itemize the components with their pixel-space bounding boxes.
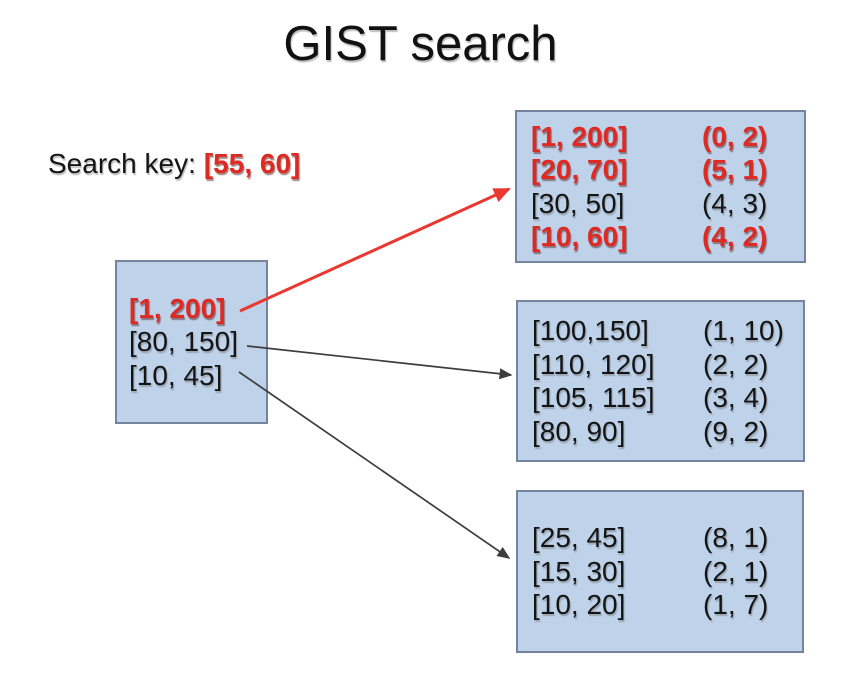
root-entry-key: [80, 150] (129, 326, 238, 358)
page-title: GIST search (283, 17, 558, 71)
leaf-entry-value: (5, 1) (702, 154, 768, 185)
leaf-entry-value: (0, 2) (702, 120, 768, 152)
leaf-entry-value: (2, 2) (703, 348, 769, 380)
search-key-value: [55, 60] (203, 148, 301, 179)
leaf-node-box-1: [1, 200] (0, 2) [20, 70] (5, 1) [30, 50]… (515, 110, 806, 263)
leaf-entry-key: [30, 50] (531, 187, 625, 219)
leaf-entry-key: [1, 200] (531, 120, 628, 152)
leaf-entry-key: [10, 20] (532, 589, 626, 621)
leaf-entry: [25, 45] (8, 1) (532, 521, 802, 555)
root-entry-key: [10, 45] (129, 359, 223, 391)
leaf-entry: [110, 120] (2, 2) (532, 348, 803, 382)
root-entry: [1, 200] (129, 292, 266, 326)
leaf-entry-value: (1, 7) (703, 589, 769, 621)
leaf-entry-value: (2, 1) (703, 555, 769, 587)
leaf-entry-key: [10, 60] (531, 221, 628, 252)
leaf-entry-key: [100,150] (532, 315, 649, 346)
leaf-entry-key: [110, 120] (532, 348, 655, 380)
leaf-entry-value: (9, 2) (703, 415, 769, 447)
search-key-label: Search key:[55, 60] (48, 148, 300, 180)
leaf-entry: [10, 60] (4, 2) (531, 220, 804, 254)
leaf-entry: [15, 30] (2, 1) (532, 555, 802, 589)
leaf-node-box-2: [100,150] (1, 10) [110, 120] (2, 2) [105… (516, 300, 805, 462)
leaf-entry-key: [15, 30] (532, 555, 626, 587)
leaf-entry-key: [80, 90] (532, 415, 626, 447)
leaf-entry: [10, 20] (1, 7) (532, 588, 802, 622)
root-entry: [80, 150] (129, 325, 266, 359)
leaf-entry: [1, 200] (0, 2) (531, 120, 804, 154)
leaf-entry: [80, 90] (9, 2) (532, 415, 803, 449)
root-entry: [10, 45] (129, 359, 266, 393)
leaf-entry-value: (1, 10) (703, 315, 784, 346)
root-entry-key: [1, 200] (129, 292, 226, 324)
root-node-box: [1, 200] [80, 150] [10, 45] (115, 260, 268, 424)
leaf-entry-value: (3, 4) (703, 382, 769, 413)
leaf-entry-value: (8, 1) (703, 522, 769, 554)
leaf-entry: [30, 50] (4, 3) (531, 187, 804, 221)
leaf-node-box-3: [25, 45] (8, 1) [15, 30] (2, 1) [10, 20]… (516, 490, 804, 653)
leaf-entry: [20, 70] (5, 1) (531, 153, 804, 187)
leaf-entry-key: [25, 45] (532, 522, 626, 554)
leaf-entry-key: [105, 115] (532, 382, 655, 413)
arrow-root-to-leaf-3 (238, 371, 511, 559)
leaf-entry-value: (4, 2) (702, 221, 768, 252)
search-key-text: Search key: (48, 148, 196, 179)
leaf-entry: [105, 115] (3, 4) (532, 381, 803, 415)
leaf-entry-value: (4, 3) (702, 187, 768, 219)
leaf-entry-key: [20, 70] (531, 154, 628, 185)
leaf-entry: [100,150] (1, 10) (532, 314, 803, 348)
